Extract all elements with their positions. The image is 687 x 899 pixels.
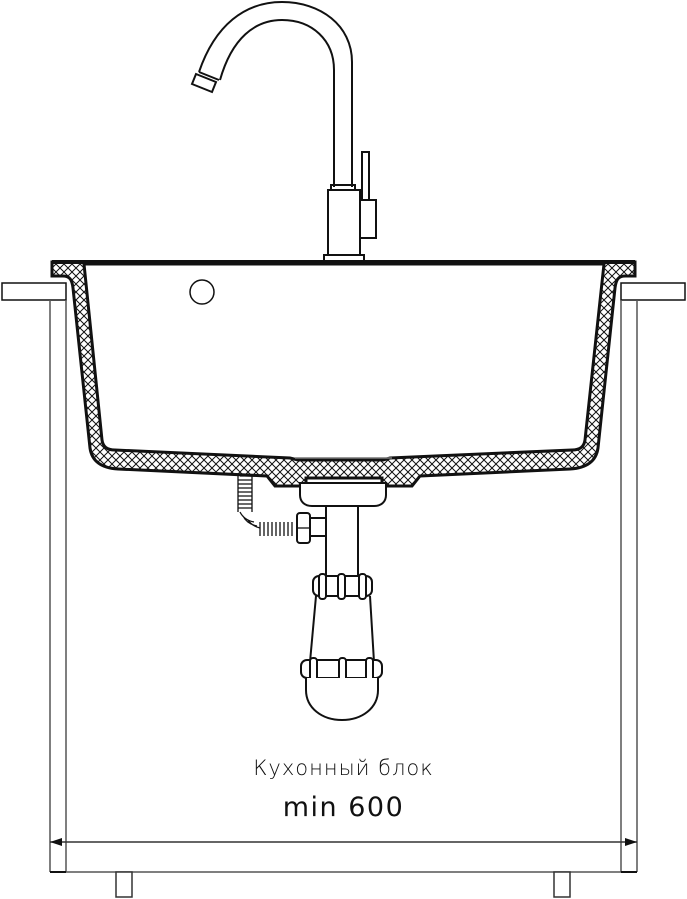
overflow-hole bbox=[189, 279, 215, 305]
overflow-hose bbox=[237, 475, 327, 544]
faucet-lever bbox=[361, 151, 370, 201]
faucet-icon bbox=[190, 0, 377, 262]
countertop-left bbox=[1, 282, 67, 301]
min-width-label: min 600 bbox=[282, 792, 405, 823]
countertop-right bbox=[620, 282, 686, 301]
cabinet-leg-left bbox=[115, 871, 133, 898]
drain-strainer bbox=[299, 482, 387, 507]
cabinet-leg-right bbox=[553, 871, 571, 898]
siphon-trap bbox=[300, 506, 383, 722]
cabinet-label: Кухонный блок bbox=[253, 756, 434, 780]
cabinet-walls bbox=[49, 300, 638, 873]
dimension-line bbox=[50, 838, 637, 846]
sink-bowl bbox=[50, 260, 637, 488]
